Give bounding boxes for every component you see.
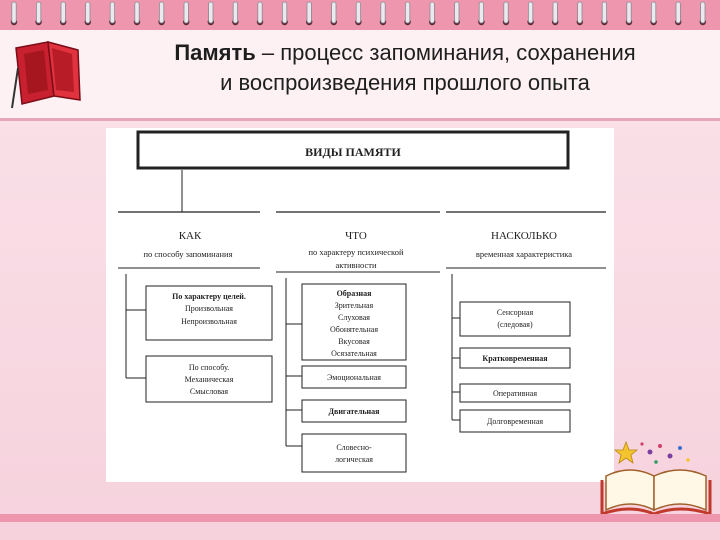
naskolko-box-shortterm: Кратковременная <box>452 347 571 369</box>
svg-text:Эмоциональная: Эмоциональная <box>327 373 381 382</box>
red-books-icon <box>11 40 81 109</box>
col-naskolko-heading: НАСКОЛЬКО <box>491 230 557 242</box>
binding-ring <box>36 1 42 24</box>
svg-text:Смысловая: Смысловая <box>190 387 229 396</box>
svg-text:Кратковременная: Кратковременная <box>482 354 548 363</box>
binding-ring <box>281 1 288 24</box>
binding-ring <box>60 1 66 24</box>
slide-header <box>0 30 720 118</box>
binding-ring <box>306 1 312 24</box>
binding-ring <box>454 1 460 24</box>
svg-text:Сенсорная: Сенсорная <box>497 308 534 317</box>
svg-text:По характеру целей.: По характеру целей. <box>172 292 246 301</box>
binding-ring <box>355 1 362 24</box>
chto-box-verbal: Словесно- логическая <box>286 433 407 473</box>
binding-ring <box>404 1 411 24</box>
svg-text:логическая: логическая <box>335 455 373 464</box>
svg-text:Зрительная: Зрительная <box>335 301 374 310</box>
svg-text:Образная: Образная <box>337 289 372 298</box>
binding-ring <box>552 1 558 24</box>
col-chto-heading: ЧТО <box>345 230 367 242</box>
binding-ring <box>85 1 91 24</box>
chto-box-motor: Двигательная <box>286 399 407 423</box>
binding-ring <box>232 1 238 24</box>
svg-text:По способу.: По способу. <box>189 363 229 372</box>
title-term: Память <box>174 40 256 65</box>
svg-text:Произвольная: Произвольная <box>185 304 233 313</box>
col-kak-heading: КАК <box>179 230 202 242</box>
spiral-binding <box>10 1 706 26</box>
svg-text:Словесно-: Словесно- <box>336 443 372 452</box>
col-naskolko-subheading: временная характеристика <box>476 249 572 259</box>
binding-ring <box>651 1 657 24</box>
col-chto-subheading-1: по характеру психической <box>308 247 404 257</box>
binding-ring <box>109 1 115 24</box>
header-divider <box>0 118 720 121</box>
root-box <box>136 130 570 170</box>
binding-ring <box>183 1 189 24</box>
svg-text:(следовая): (следовая) <box>497 320 533 329</box>
svg-text:Обонятельная: Обонятельная <box>330 325 378 334</box>
binding-ring <box>675 1 681 24</box>
slide-title: Память – процесс запоминания, сохранения… <box>100 38 710 98</box>
open-book-icon <box>600 440 712 516</box>
binding-ring <box>11 1 17 24</box>
title-line2: и воспроизведения прошлого опыта <box>220 70 590 95</box>
binding-ring <box>503 1 509 24</box>
naskolko-box-sensory: Сенсорная (следовая) <box>452 301 571 337</box>
binding-ring <box>601 1 608 24</box>
chto-box-emotional: Эмоциональная <box>286 365 407 389</box>
naskolko-box-longterm: Долговременная <box>452 409 571 433</box>
binding-ring <box>577 1 583 24</box>
kak-box-method: По способу. Механическая Смысловая <box>126 355 273 403</box>
binding-ring <box>331 1 337 24</box>
binding-ring <box>158 1 165 24</box>
bottom-bar <box>0 514 720 522</box>
col-chto-subheading-2: активности <box>335 260 377 270</box>
svg-text:Долговременная: Долговременная <box>487 417 543 426</box>
svg-text:Вкусовая: Вкусовая <box>338 337 370 346</box>
kak-box-goals: По характеру целей. Произвольная Непроиз… <box>126 285 273 341</box>
binding-ring <box>208 1 214 24</box>
diagram-panel: ВИДЫ ПАМЯТИ КАК по способу запоминания Ч… <box>106 128 614 482</box>
svg-text:Двигательная: Двигательная <box>329 407 381 416</box>
title-line1-rest: – процесс запоминания, сохранения <box>255 40 636 65</box>
svg-text:Осязательная: Осязательная <box>331 349 377 358</box>
binding-ring <box>700 1 706 24</box>
binding-ring <box>257 1 263 24</box>
root-label: ВИДЫ ПАМЯТИ <box>305 145 401 159</box>
binding-ring <box>626 1 632 24</box>
svg-text:Непроизвольная: Непроизвольная <box>181 317 237 326</box>
chto-box-image: Образная Зрительная Слуховая Обонятельна… <box>286 283 407 361</box>
memory-types-diagram: ВИДЫ ПАМЯТИ КАК по способу запоминания Ч… <box>118 130 606 473</box>
naskolko-box-operative: Оперативная <box>452 383 571 403</box>
binding-ring <box>134 1 140 24</box>
svg-text:Механическая: Механическая <box>185 375 234 384</box>
binding-ring <box>380 1 386 24</box>
col-kak-subheading: по способу запоминания <box>143 249 232 259</box>
svg-text:Оперативная: Оперативная <box>493 389 537 398</box>
binding-ring <box>478 1 485 24</box>
binding-ring <box>528 1 534 24</box>
svg-text:Слуховая: Слуховая <box>338 313 370 322</box>
binding-ring <box>429 1 435 24</box>
